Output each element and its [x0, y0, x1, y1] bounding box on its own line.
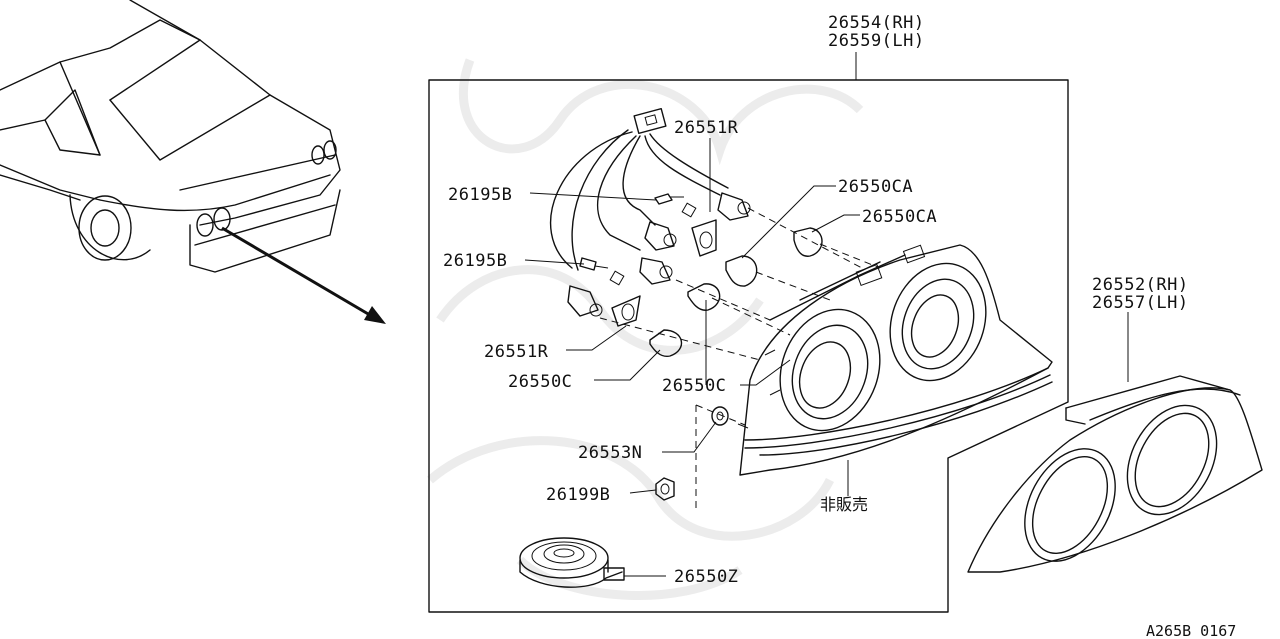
label-rh-assembly: 26554(RH): [828, 13, 925, 33]
tail-lamp-housing: [739, 244, 1053, 476]
nut: [655, 423, 749, 501]
sealant-roll: [519, 537, 625, 588]
label-nut: 26199B: [546, 485, 610, 505]
bulb-socket-upper: [717, 192, 751, 221]
assembly-guide-lines: [599, 207, 881, 508]
bulb-socket-middle: [639, 221, 677, 285]
car-rear-view-illustration: [0, 0, 341, 273]
bulb-socket-lower: [567, 285, 603, 317]
label-bulb-ca-2: 26550CA: [862, 207, 937, 227]
leader-lines: [524, 52, 1129, 577]
label-screw-lower: 26195B: [443, 251, 507, 271]
watermark-emblem: [427, 58, 864, 600]
wiring-harness: [549, 107, 729, 271]
part-labels: 26554(RH) 26559(LH) 26551R 26195B 26550C…: [443, 13, 1236, 639]
label-finisher-lh: 26557(LH): [1092, 293, 1189, 313]
nut-packing: [711, 406, 729, 426]
pointer-arrow: [221, 226, 386, 324]
figure-code: A265B 0167: [1146, 622, 1236, 639]
label-finisher-rh: 26552(RH): [1092, 275, 1189, 295]
label-lh-assembly: 26559(LH): [828, 31, 925, 51]
label-bulb-c-left: 26550C: [508, 372, 572, 392]
label-bulb-ca-1: 26550CA: [838, 177, 913, 197]
label-sealant: 26550Z: [674, 567, 738, 587]
label-not-for-sale: 非販売: [820, 495, 868, 514]
label-nut-packing: 26553N: [578, 443, 642, 463]
assembly-frame: [428, 79, 1069, 613]
label-socket-top: 26551R: [674, 118, 739, 138]
label-screw-top: 26195B: [448, 185, 512, 205]
bulbs: [649, 227, 823, 358]
label-socket-lower: 26551R: [484, 342, 549, 362]
tail-lamp-finisher: [967, 375, 1263, 573]
label-bulb-c-right: 26550C: [662, 376, 726, 396]
gaskets: [609, 202, 717, 327]
